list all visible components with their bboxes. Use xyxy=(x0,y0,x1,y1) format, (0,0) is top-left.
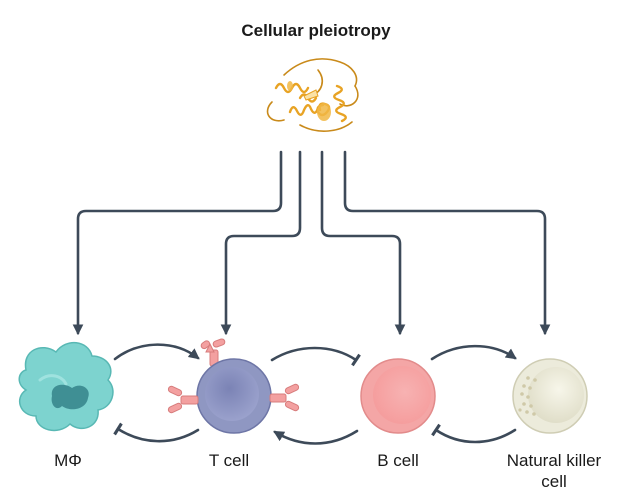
arrow-to-b-cell xyxy=(320,150,406,336)
arrow-to-nk-cell xyxy=(343,150,551,336)
macrophage-cell xyxy=(18,342,114,432)
t-cell-receptor-left xyxy=(167,385,199,414)
arrow-macrophage-to-t-cell xyxy=(113,343,200,361)
inhibit-nk-cell-to-b-cell xyxy=(431,423,517,444)
t-cell-receptor-right xyxy=(269,383,300,412)
arrow-to-macrophage xyxy=(72,150,283,336)
nk-cell-nucleus xyxy=(528,367,584,423)
arrow-b-cell-to-t-cell xyxy=(273,429,359,445)
nk-cell-label-line2: cell xyxy=(541,472,567,491)
nk-cell-label-line1: Natural killer xyxy=(507,451,602,470)
arrow-b-cell-to-nk-cell xyxy=(430,344,517,361)
arrow-to-t-cell xyxy=(220,150,302,336)
natural-killer-cell xyxy=(512,358,588,434)
figure-title: Cellular pleiotropy xyxy=(241,21,391,40)
inhibit-t-cell-to-macrophage xyxy=(113,422,200,443)
b-cell-nucleus xyxy=(373,366,431,424)
t-cell-label: T cell xyxy=(209,451,249,470)
b-cell xyxy=(360,358,436,434)
b-cell-label: B cell xyxy=(377,451,419,470)
macrophage-nucleus xyxy=(51,384,89,410)
t-cell-receptor-top xyxy=(200,338,226,367)
macrophage-label: MΦ xyxy=(54,451,82,470)
protein-structure-icon xyxy=(266,58,359,132)
nk-cell-granules xyxy=(518,376,537,416)
t-cell xyxy=(167,338,300,434)
t-cell-nucleus xyxy=(205,367,259,421)
inhibit-t-cell-to-b-cell xyxy=(270,346,361,367)
